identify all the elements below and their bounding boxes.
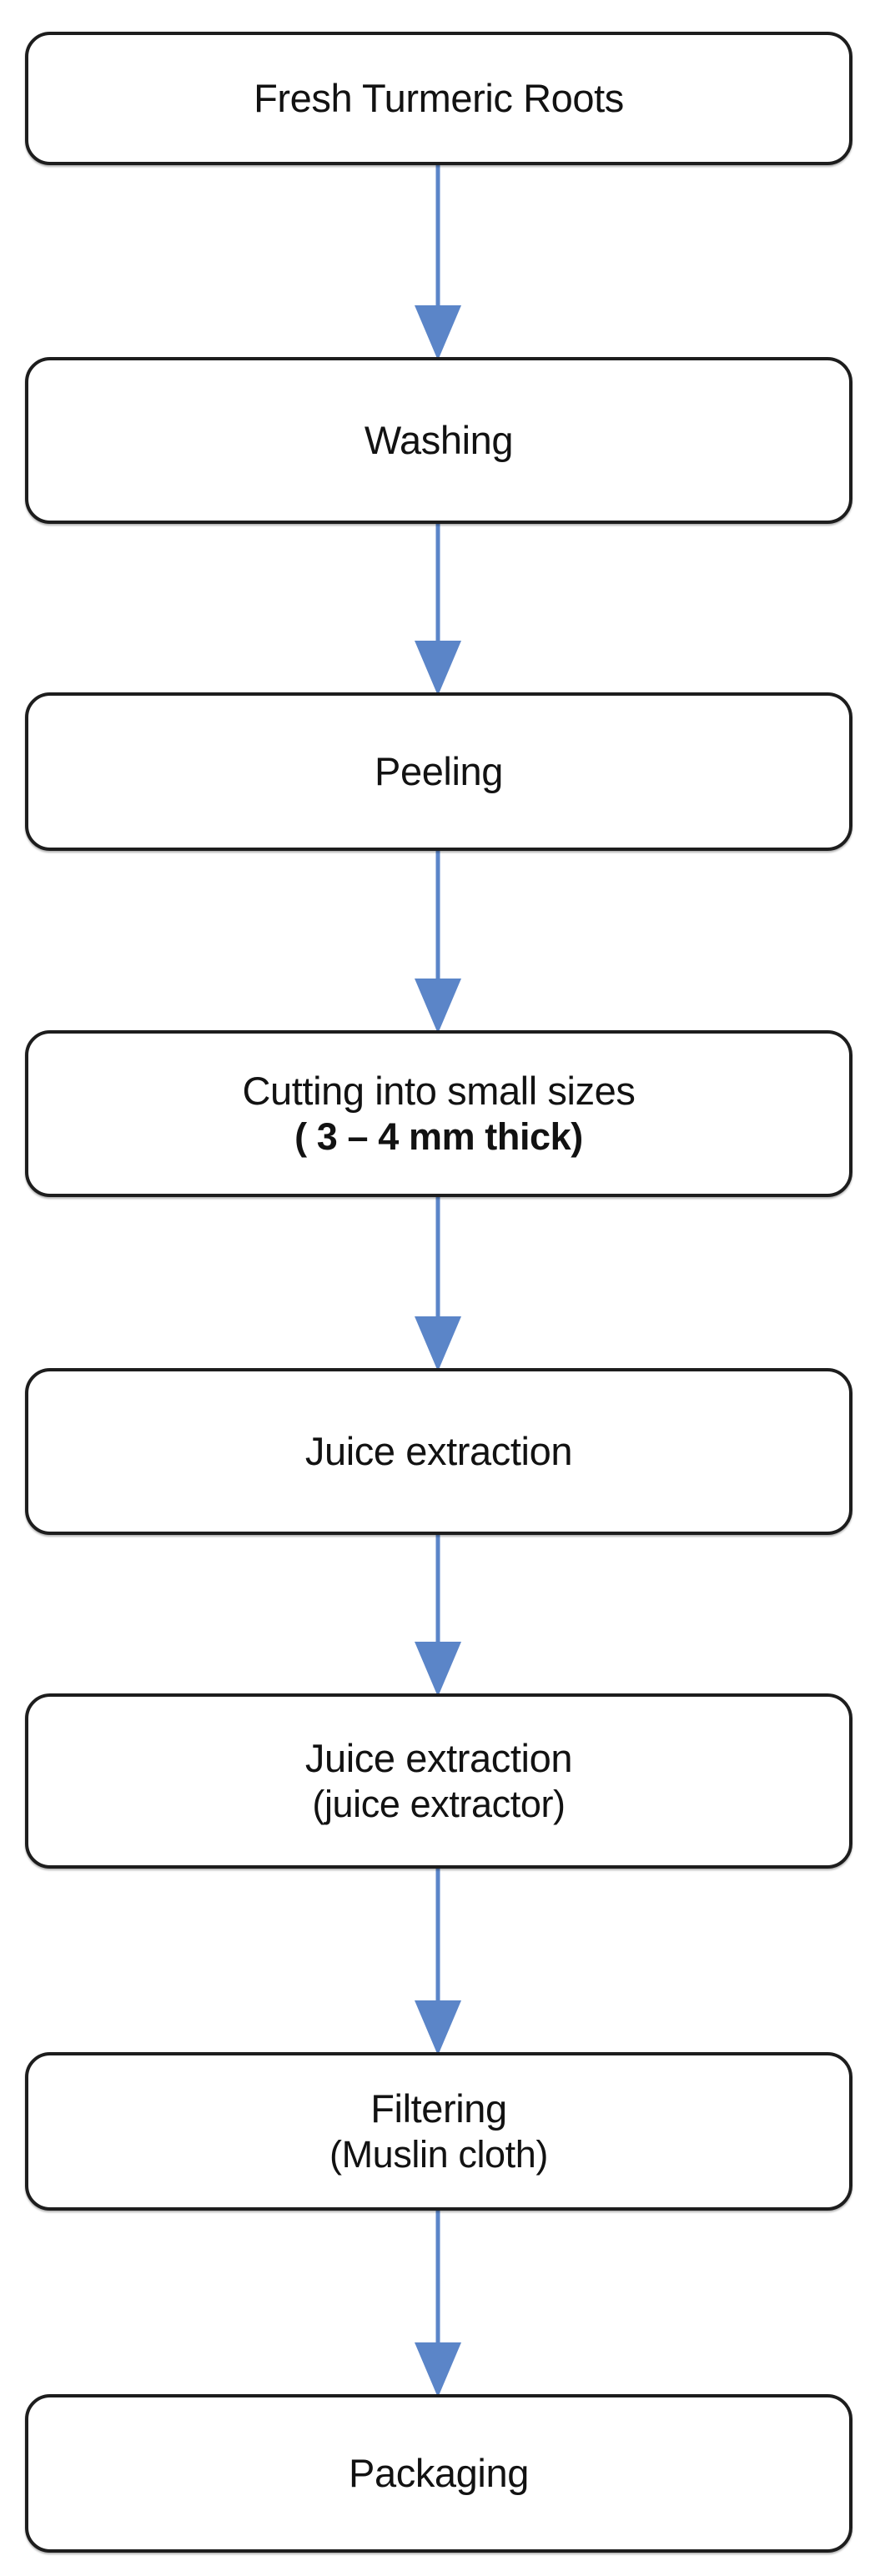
arrow-filtering-to-packaging [0,2206,880,2397]
connector-arrow-icon [415,160,461,360]
flow-node-label: Cutting into small sizes [242,1068,636,1113]
flow-node-cutting[interactable]: Cutting into small sizes( 3 – 4 mm thick… [25,1030,852,1197]
flow-node-label: (juice extractor) [312,1783,566,1826]
arrow-roots-to-washing [0,160,880,360]
flow-node-label: Filtering [370,2085,507,2131]
connector-arrow-icon [415,1864,461,2055]
arrow-washing-to-peeling [0,519,880,696]
flow-node-label: Juice extraction [304,1429,573,1474]
connector-arrow-icon [415,519,461,696]
flow-node-label: Fresh Turmeric Roots [254,76,624,121]
flow-node-washing[interactable]: Washing [25,357,852,524]
flow-node-peeling[interactable]: Peeling [25,692,852,851]
flow-node-label: Juice extraction [304,1735,573,1780]
flow-node-juice-extraction-1[interactable]: Juice extraction [25,1368,852,1535]
flow-node-filtering[interactable]: Filtering(Muslin cloth) [25,2052,852,2211]
arrow-cutting-to-extraction1 [0,1192,880,1371]
arrow-peeling-to-cutting [0,846,880,1034]
flow-node-juice-extraction-2[interactable]: Juice extraction(juice extractor) [25,1693,852,1869]
flow-node-packaging[interactable]: Packaging [25,2394,852,2553]
connector-arrow-icon [415,2206,461,2397]
flow-node-label: ( 3 – 4 mm thick) [294,1115,583,1159]
connector-arrow-icon [415,1530,461,1697]
connector-arrow-icon [415,846,461,1034]
flow-node-label: Packaging [349,2451,529,2496]
flow-node-fresh-turmeric-roots[interactable]: Fresh Turmeric Roots [25,32,852,165]
flow-node-label: (Muslin cloth) [329,2133,548,2176]
flow-node-label: Washing [364,418,514,463]
arrow-extraction2-to-filtering [0,1864,880,2055]
flow-node-label: Peeling [375,749,503,794]
arrow-extraction1-to-extraction2 [0,1530,880,1697]
connector-arrow-icon [415,1192,461,1371]
